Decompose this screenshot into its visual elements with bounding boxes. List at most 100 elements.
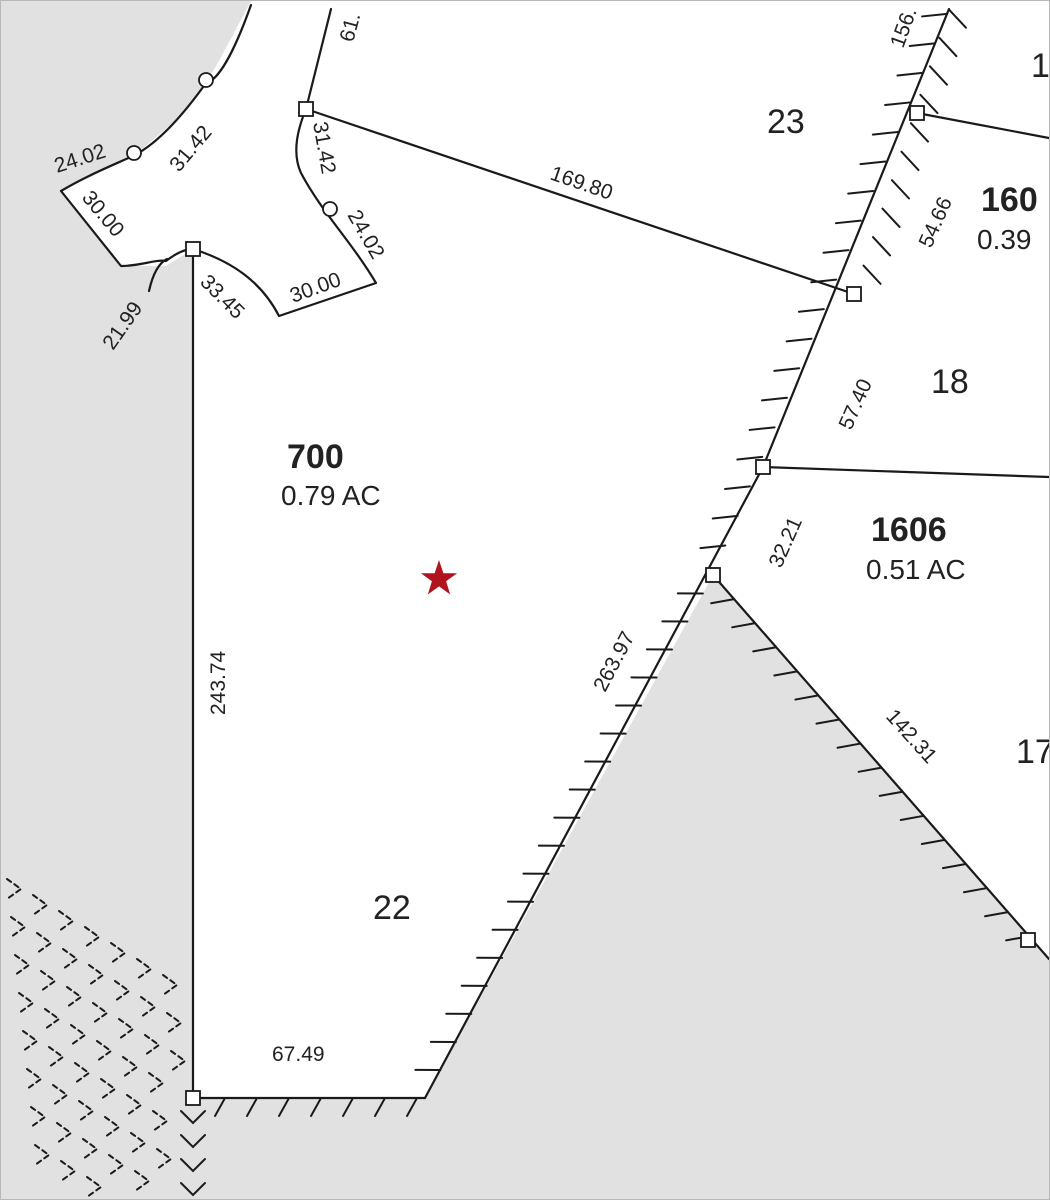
hachure-tick	[773, 670, 799, 677]
hachure-tick	[342, 1097, 354, 1117]
hachure-tick	[797, 308, 825, 313]
hachure-tick	[871, 130, 899, 136]
dashed-hachure-pattern	[6, 878, 206, 1198]
dashed-chevron	[180, 1182, 206, 1197]
hachure-tick	[773, 367, 801, 372]
dashed-chevron	[162, 974, 179, 996]
lot-number: 17	[1016, 733, 1049, 771]
dashed-chevron	[22, 1030, 39, 1052]
monument-square	[755, 459, 771, 475]
dashed-chevron	[140, 996, 157, 1018]
dashed-chevron	[156, 1148, 173, 1170]
dashed-chevron	[26, 1068, 43, 1090]
lot-number: 23	[767, 103, 805, 141]
monument-square	[298, 101, 314, 117]
dimension-label: 142.31	[881, 705, 941, 768]
dimension-label: 30.00	[287, 268, 344, 308]
dashed-chevron	[170, 1050, 187, 1072]
dashed-chevron	[6, 878, 23, 900]
dashed-chevron	[130, 1132, 147, 1154]
monument-square	[705, 567, 721, 583]
hachure-tick	[785, 337, 813, 343]
hachure-tick	[711, 514, 739, 520]
hachure-tick	[878, 790, 904, 797]
hachure-tick	[699, 544, 727, 550]
dashed-chevron	[60, 1160, 77, 1182]
lot-number: 1	[1031, 47, 1049, 85]
hachure-tick	[941, 862, 967, 870]
parcel-id: 700	[287, 438, 344, 476]
dashed-chevron	[166, 1012, 183, 1034]
dimension-label: 31.42	[308, 120, 340, 176]
hachure-tick	[984, 911, 1010, 918]
hachure-tick	[857, 766, 883, 773]
hachure-tick	[736, 455, 764, 461]
hachure-tick	[815, 718, 841, 725]
shaded-area-south	[193, 575, 1049, 1199]
dashed-chevron	[18, 992, 35, 1014]
monument-circle	[198, 72, 214, 88]
hachure-tick	[836, 742, 862, 749]
hachure-tick	[794, 694, 820, 701]
road-cul-de-sac-outline	[59, 3, 378, 318]
dashed-chevron	[134, 1170, 151, 1192]
hachure-tick	[871, 236, 892, 257]
hachure-tick	[724, 485, 751, 491]
dashed-chevron	[180, 1110, 206, 1125]
dimension-label: 263.97	[589, 628, 639, 696]
dashed-chevron	[104, 1116, 121, 1138]
dashed-chevron	[180, 1134, 206, 1149]
dimension-label: 57.40	[835, 376, 877, 433]
dashed-chevron	[10, 916, 27, 938]
parcel-id: 160	[981, 181, 1038, 219]
parcel-1606-north-line	[761, 465, 1049, 479]
monument-square	[846, 286, 862, 302]
dashed-chevron	[136, 958, 153, 980]
monument-circle	[322, 201, 338, 217]
dimension-label: 32.21	[765, 514, 807, 571]
dimension-label: 33.45	[195, 270, 248, 323]
hachure-tick	[947, 8, 967, 29]
dimension-label: 24.02	[343, 206, 389, 263]
star-icon	[420, 560, 458, 595]
lot-number: 18	[931, 363, 969, 401]
hachure-tick	[862, 264, 882, 285]
dashed-chevron	[122, 1056, 139, 1078]
hachure-tick	[214, 1097, 226, 1117]
dimension-label: 61.	[336, 10, 366, 44]
ridge-line	[761, 7, 951, 469]
hachure-tick	[752, 646, 778, 653]
hachure-tick	[900, 150, 920, 172]
dashed-chevron	[66, 986, 83, 1008]
dashed-chevron	[114, 980, 131, 1002]
dimension-label: 243.74	[207, 650, 230, 715]
dashed-chevron	[30, 1106, 47, 1128]
dashed-chevron	[52, 1084, 69, 1106]
dashed-chevron	[32, 894, 49, 916]
dimension-label: 169.80	[547, 162, 615, 205]
monument-square	[185, 241, 201, 257]
dashed-chevron	[86, 1176, 103, 1198]
lot-18-north-line	[915, 111, 1049, 140]
lot-number: 22	[373, 889, 411, 927]
hachure-tick	[909, 122, 929, 143]
dashed-chevron	[126, 1094, 143, 1116]
dashed-chevron	[58, 910, 75, 932]
hachure-tick	[310, 1097, 322, 1117]
hachure-tick	[928, 65, 948, 86]
dashed-chevron	[96, 1040, 113, 1062]
dashed-chevron	[14, 954, 31, 976]
dashed-chevron	[74, 1062, 91, 1084]
dimension-label: 31.42	[165, 121, 216, 176]
hachure-tick	[278, 1097, 290, 1117]
dashed-chevron	[180, 1158, 206, 1173]
dashed-chevron	[148, 1072, 165, 1094]
hachure-tick	[847, 190, 875, 195]
hachure-tick	[834, 219, 862, 225]
dashed-chevron	[34, 1144, 51, 1166]
dashed-chevron	[78, 1100, 95, 1122]
dashed-chevron	[44, 1008, 61, 1030]
dashed-chevron	[118, 1018, 135, 1040]
